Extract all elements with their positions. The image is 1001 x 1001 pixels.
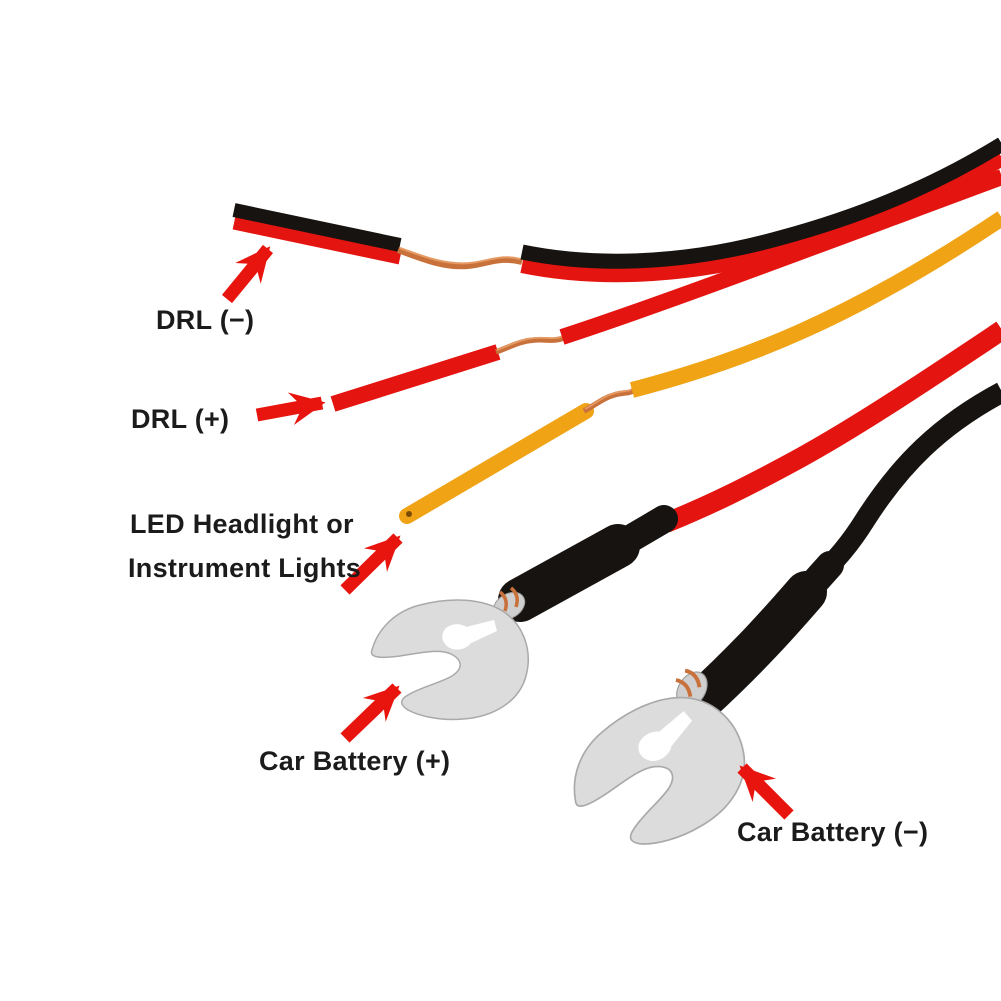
battery-negative-heatshrink-thick <box>679 571 827 723</box>
arrow-drl-positive <box>255 392 326 425</box>
battery-positive-heatshrink-thick <box>498 524 640 622</box>
yellow-stripped-copper <box>582 387 636 414</box>
twin-lead-black-half-right <box>520 137 1001 269</box>
drl-positive-wire <box>330 169 1001 412</box>
yellow-insulation-right <box>629 211 1001 398</box>
label-led-headlight-line1: LED Headlight or <box>130 509 354 539</box>
arrow-drl-negative <box>221 244 274 304</box>
twin-lead-stripped-copper <box>396 247 523 270</box>
drl-positive-copper-highlight <box>496 335 564 351</box>
battery-negative-cable <box>679 382 1001 723</box>
label-led-headlight-line2: Instrument Lights <box>128 553 362 583</box>
crimp-copper-strands <box>498 586 519 612</box>
twin-lead-copper-highlight <box>399 247 521 265</box>
label-drl-positive: DRL (+) <box>131 404 230 434</box>
arrow-led-or-instrument <box>340 533 403 595</box>
drl-twin-lead-wire <box>232 137 1001 283</box>
twin-lead-red-half <box>232 216 402 265</box>
drl-positive-insulation-right <box>559 169 1001 345</box>
drl-positive-insulation-left <box>330 344 501 412</box>
label-car-battery-positive: Car Battery (+) <box>259 746 451 776</box>
drl-positive-stripped-copper <box>495 335 565 355</box>
yellow-insulation-left <box>399 403 594 524</box>
arrow-car-battery-negative <box>737 763 794 820</box>
battery-positive-red-cable <box>662 321 1001 533</box>
arrow-car-battery-positive <box>340 683 402 743</box>
label-drl-negative: DRL (−) <box>156 305 255 335</box>
yellow-wire-end-face <box>406 511 412 517</box>
accessory-yellow-wire <box>399 211 1001 524</box>
twin-lead-black-half <box>232 203 402 252</box>
fork-terminal-blade <box>370 599 529 721</box>
battery-positive-cable <box>498 321 1001 622</box>
annotation-arrows <box>221 244 794 820</box>
car-battery-positive-terminal <box>370 586 529 721</box>
fork-terminal-keyhole-slot <box>442 620 497 650</box>
yellow-copper-highlight <box>584 387 634 410</box>
label-car-battery-negative: Car Battery (−) <box>737 817 929 847</box>
